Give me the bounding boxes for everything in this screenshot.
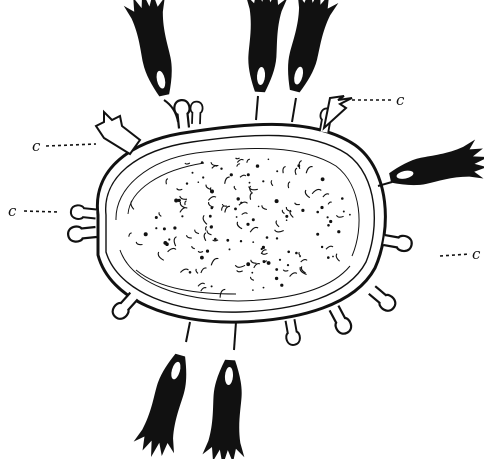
granule [276, 200, 278, 202]
granule [192, 172, 194, 174]
granule [349, 214, 351, 216]
granule [234, 208, 237, 211]
cell-body [97, 124, 385, 322]
granule [163, 227, 166, 230]
cut-process-upper-right [324, 96, 352, 128]
granule [220, 168, 222, 170]
granule [181, 215, 183, 217]
granule [229, 248, 231, 250]
granule [189, 271, 192, 274]
granule [285, 215, 288, 218]
dark-process-right [378, 137, 484, 197]
granule [210, 225, 213, 228]
granule [276, 237, 278, 239]
granule [287, 251, 290, 254]
granule [256, 164, 259, 167]
granule [155, 227, 157, 229]
granule [321, 246, 323, 248]
label-c-upper-left: c [32, 137, 41, 155]
granule [246, 262, 250, 266]
granule [209, 215, 212, 218]
granule [297, 164, 300, 167]
granule [246, 223, 249, 226]
granule [258, 206, 260, 208]
granule [173, 226, 176, 229]
granule [263, 287, 265, 289]
granule [276, 170, 278, 172]
granule [301, 209, 304, 212]
granule [275, 277, 278, 280]
granule [329, 220, 332, 223]
granule [252, 241, 254, 243]
granule [266, 236, 269, 239]
granule [201, 161, 204, 164]
granule [341, 197, 344, 200]
granule [202, 176, 204, 178]
granule [316, 211, 319, 214]
dark-process-bottom-left [131, 322, 201, 459]
granule [332, 256, 334, 258]
granule [316, 233, 319, 236]
granule [214, 238, 217, 241]
granule [267, 261, 271, 265]
granule [337, 230, 340, 233]
granule [286, 219, 288, 221]
label-c-right: c [472, 245, 481, 263]
granule [327, 224, 330, 227]
granule [236, 216, 238, 218]
granule [226, 239, 229, 242]
granule [206, 250, 209, 253]
granule [168, 238, 170, 240]
granule [174, 199, 178, 203]
granule [230, 173, 233, 176]
granule [343, 211, 345, 213]
granule [295, 252, 298, 255]
granule [327, 216, 329, 218]
granule [287, 264, 289, 266]
granule [275, 268, 278, 271]
granule [200, 256, 204, 260]
granule [165, 242, 169, 246]
granule [247, 173, 250, 176]
granule [155, 216, 158, 219]
granule [240, 202, 242, 204]
cut-process-upper-left [96, 112, 140, 154]
granule [262, 180, 264, 182]
granule [211, 207, 214, 210]
granule [320, 206, 323, 209]
dark-process-bottom-middle [202, 322, 251, 459]
granule [144, 232, 148, 236]
granule [249, 182, 251, 184]
granule [321, 177, 325, 181]
label-c-left: c [8, 202, 17, 220]
granule [240, 240, 242, 242]
granule [252, 289, 254, 291]
label-c-upper-right: c [396, 91, 405, 109]
granule [198, 181, 200, 183]
granule [280, 284, 283, 287]
granule [252, 218, 255, 221]
granule [327, 256, 330, 259]
granule [211, 285, 213, 287]
granule [251, 272, 253, 274]
granule [262, 246, 265, 249]
granule [186, 182, 188, 184]
granule [279, 259, 281, 261]
granule [268, 159, 270, 161]
granule [237, 197, 240, 200]
dark-process-top-middle [239, 0, 288, 120]
